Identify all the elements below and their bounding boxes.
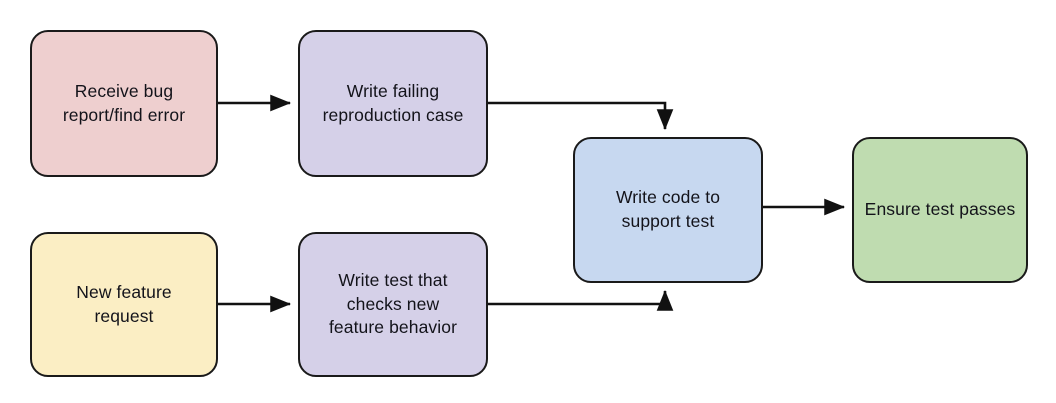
- connector-failing-case-to-write-code: [488, 101, 674, 131]
- node-write-failing-reproduction-case[interactable]: Write failing reproduction case: [298, 30, 488, 177]
- node-new-feature-request[interactable]: New feature request: [30, 232, 218, 377]
- node-label: Write failing reproduction case: [322, 80, 464, 125]
- node-write-test-checks-new-feature-behavior[interactable]: Write test that checks new feature behav…: [298, 232, 488, 377]
- connector-feature-test-to-write-code: [488, 289, 674, 311]
- node-label: Write code to support test: [615, 187, 721, 231]
- node-write-code-to-support-test[interactable]: Write code to support test: [573, 137, 763, 283]
- node-label: New feature request: [76, 281, 172, 326]
- node-receive-bug-report[interactable]: Receive bug report/find error: [30, 30, 218, 177]
- node-ensure-test-passes[interactable]: Ensure test passes: [852, 137, 1028, 283]
- node-label: Receive bug report/find error: [62, 80, 186, 125]
- node-label: Ensure test passes: [864, 199, 1016, 220]
- node-label: Write test that checks new feature behav…: [328, 269, 458, 338]
